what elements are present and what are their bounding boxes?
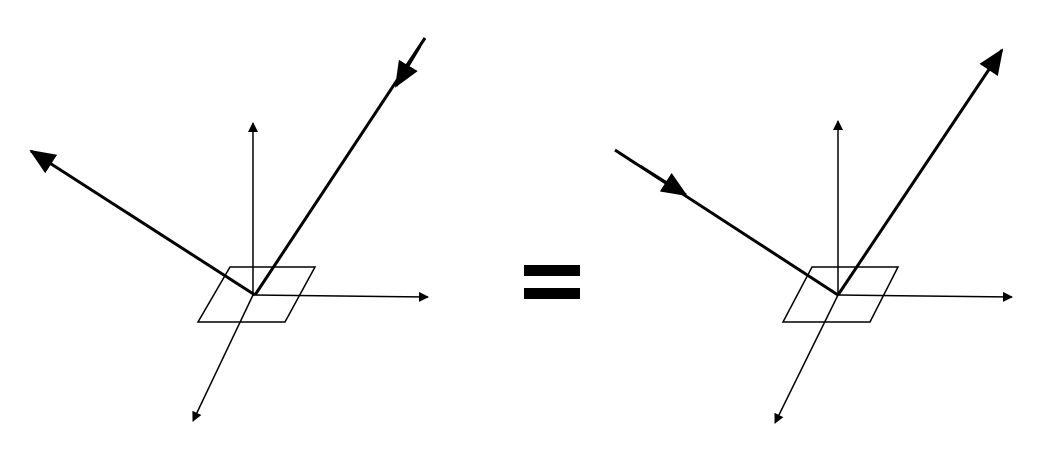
incoming-ray-arrow <box>394 45 422 88</box>
surface-plane <box>781 266 900 323</box>
outgoing-ray-right <box>836 48 1004 296</box>
x-axis-arrow <box>837 291 1013 302</box>
y-axis-arrow <box>192 294 254 422</box>
equals-sign <box>524 265 580 299</box>
y-axis-arrow <box>774 294 839 424</box>
incoming-ray-arrow <box>639 164 688 197</box>
surface-plane <box>196 266 317 323</box>
outgoing-ray-left <box>29 149 256 297</box>
left-figure <box>29 37 429 422</box>
incoming-ray-right-line <box>253 37 427 296</box>
right-figure <box>614 48 1013 424</box>
x-axis-arrow <box>252 291 429 302</box>
